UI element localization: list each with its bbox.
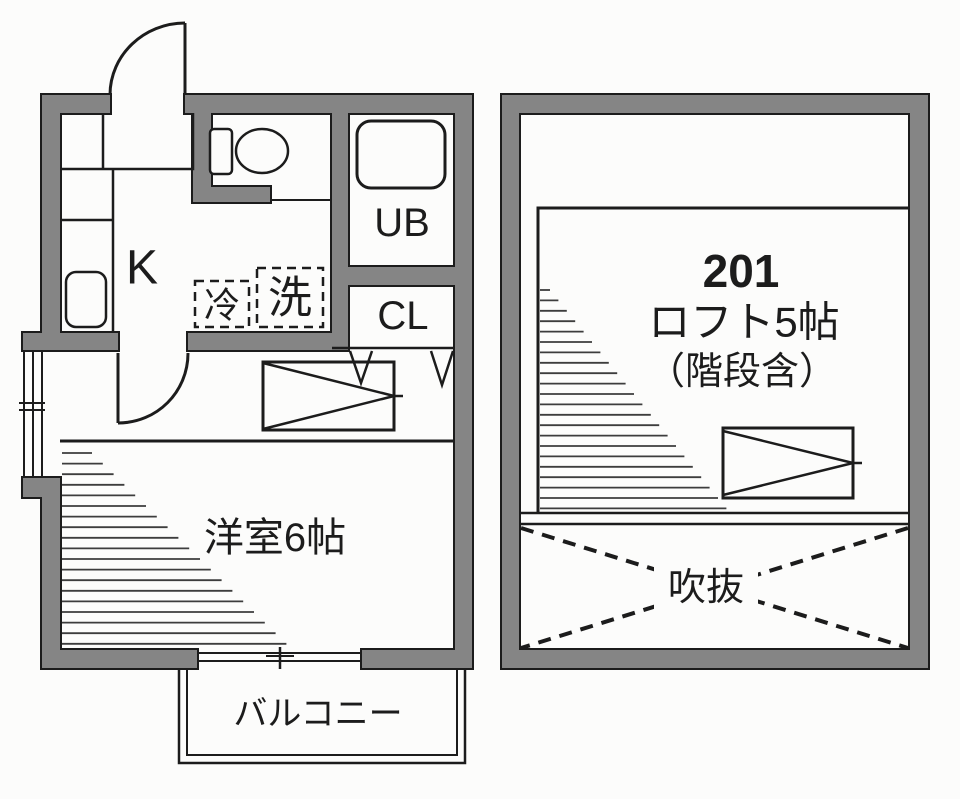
void-cross-icon	[520, 526, 909, 650]
interior-door-icon	[116, 352, 190, 425]
entrance-door-icon	[108, 21, 187, 96]
window-icon-balcony	[197, 647, 362, 669]
stairs-hatch-loft	[540, 289, 727, 510]
fridge-label: 冷	[204, 285, 240, 326]
loft-label: ロフト5帖	[648, 299, 839, 346]
stairs-hatch-1f	[62, 452, 287, 645]
toilet-icon	[208, 127, 332, 201]
void-label: 吹抜	[668, 567, 744, 609]
balcony-label: バルコニー	[233, 695, 402, 733]
washer-label: 洗	[268, 274, 312, 323]
unit-number-label: 201	[703, 245, 780, 297]
unit-bath-label: UB	[374, 201, 430, 245]
kitchen-counter	[60, 113, 195, 333]
balcony	[177, 666, 467, 765]
kitchen-label: K	[126, 242, 158, 295]
ladder-direction-icon	[261, 360, 403, 432]
loft-platform	[519, 206, 910, 526]
western-room-label: 洋室6帖	[204, 516, 346, 560]
fridge-space	[193, 279, 251, 329]
bathtub-icon	[355, 119, 447, 190]
walls	[23, 95, 928, 668]
ladder-direction-icon-loft	[721, 426, 862, 500]
closet-label: CL	[377, 294, 428, 338]
washer-space	[255, 266, 325, 329]
window-icon-left	[19, 351, 45, 478]
loft-note-label: （階段含）	[647, 351, 837, 393]
kitchen-sink-icon	[64, 270, 108, 329]
